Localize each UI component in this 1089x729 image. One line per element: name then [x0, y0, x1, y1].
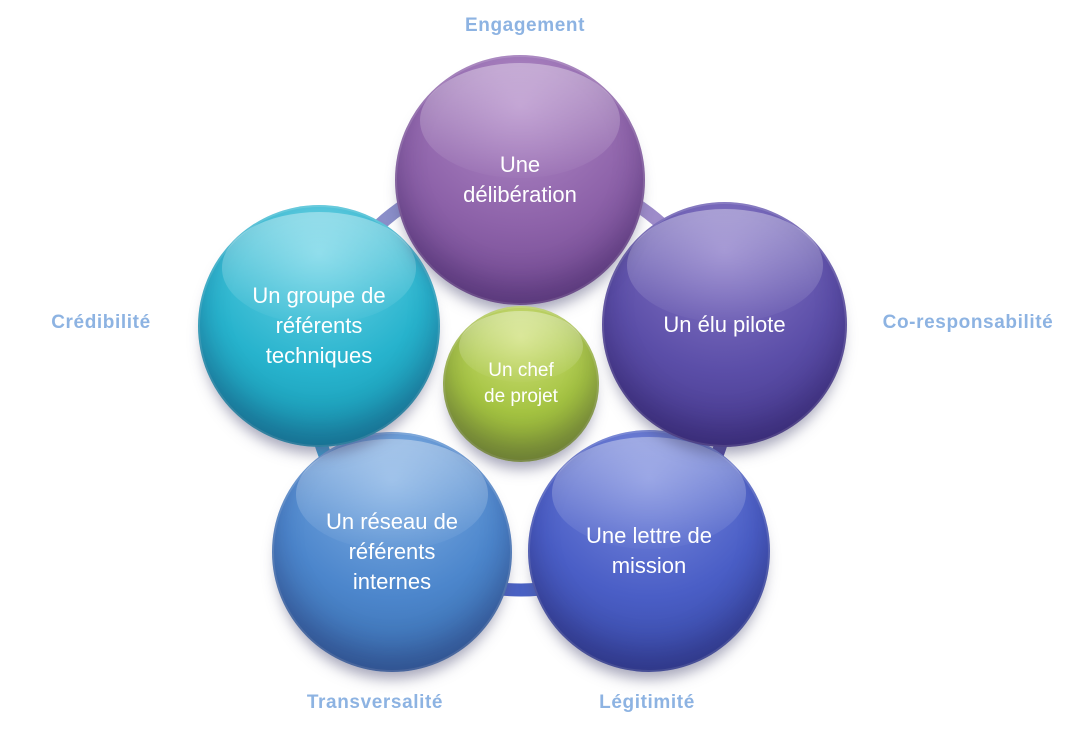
node-un-groupe-de-referents-techniques: Un groupe de référents techniques — [198, 205, 440, 447]
node-un-reseau-de-referents-internes: Un réseau de référents internes — [272, 432, 512, 672]
caption-co-responsabilite: Co-responsabilité — [882, 312, 1054, 333]
node-une-deliberation: Une délibération — [395, 55, 645, 305]
caption-engagement: Engagement — [464, 15, 586, 36]
node-label: Une délibération — [463, 152, 577, 207]
node-label: Une lettre de mission — [586, 523, 712, 578]
caption-credibilite: Crédibilité — [51, 312, 151, 333]
node-un-elu-pilote: Un élu pilote — [602, 202, 847, 447]
node-label: Un élu pilote — [663, 311, 786, 337]
caption-transversalite: Transversalité — [306, 692, 444, 713]
node-une-lettre-de-mission: Une lettre de mission — [528, 430, 770, 672]
node-un-chef-de-projet: Un chef de projet — [443, 306, 599, 462]
node-label: Un groupe de référents techniques — [252, 283, 386, 368]
node-label: Un réseau de référents internes — [325, 509, 459, 594]
caption-legitimite: Légitimité — [599, 692, 695, 713]
node-label: Un chef de projet — [484, 360, 558, 407]
